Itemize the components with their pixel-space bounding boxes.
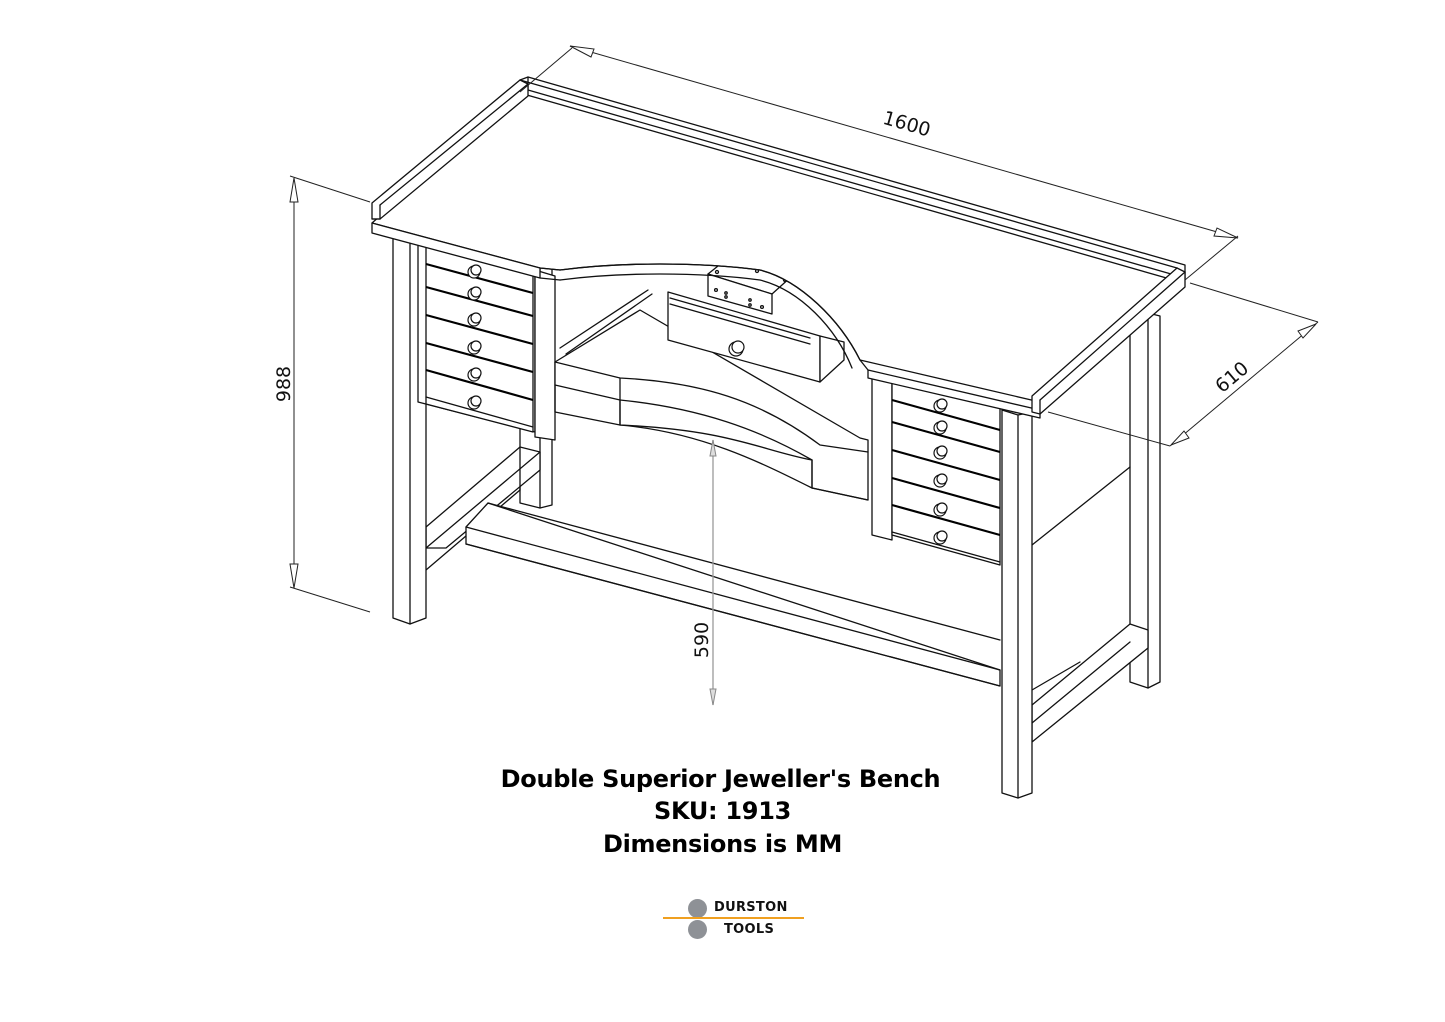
dimension-clearance-label: 590: [691, 622, 713, 658]
arrow-icon: [709, 439, 717, 457]
arrow-icon: [289, 563, 299, 589]
dimension-height: 988: [273, 175, 371, 613]
arrow-icon: [1170, 430, 1190, 446]
front-floor-rail: [465, 502, 1001, 687]
left-drawer-knobs: [467, 264, 482, 410]
bench-top: [371, 76, 1186, 419]
product-title: Double Superior Jeweller's Bench: [500, 765, 941, 793]
dimension-clearance: 590: [691, 439, 717, 706]
front-right-leg: [1001, 409, 1033, 799]
logo-text-line2: TOOLS: [724, 922, 775, 937]
logo-circle-icon: [688, 920, 707, 939]
left-drawer-cabinet: [417, 240, 536, 433]
arrow-icon: [569, 45, 595, 58]
logo-text-line1: DURSTON: [714, 900, 788, 915]
dimension-height-label: 988: [273, 366, 295, 402]
right-inner-post: [871, 371, 893, 541]
units-note: Dimensions is MM: [602, 830, 843, 858]
right-drawer-knobs: [933, 398, 948, 545]
arrow-icon: [1213, 227, 1239, 239]
logo-accent-bar: [663, 917, 804, 919]
logo-circle-icon: [688, 899, 707, 918]
arrow-icon: [1297, 323, 1317, 339]
dimension-depth-label: 610: [1211, 357, 1253, 397]
durston-tools-logo: DURSTON TOOLS: [662, 896, 806, 942]
right-drawer-cabinet: [891, 377, 1001, 566]
arrow-icon: [289, 177, 299, 203]
arrow-icon: [709, 688, 717, 706]
right-side-stretchers: [1031, 466, 1149, 743]
dimension-width-label: 1600: [880, 107, 933, 141]
product-sku: SKU: 1913: [654, 797, 791, 825]
center-drawer: [667, 291, 845, 383]
center-tray: [554, 289, 869, 501]
left-inner-post: [534, 269, 556, 441]
